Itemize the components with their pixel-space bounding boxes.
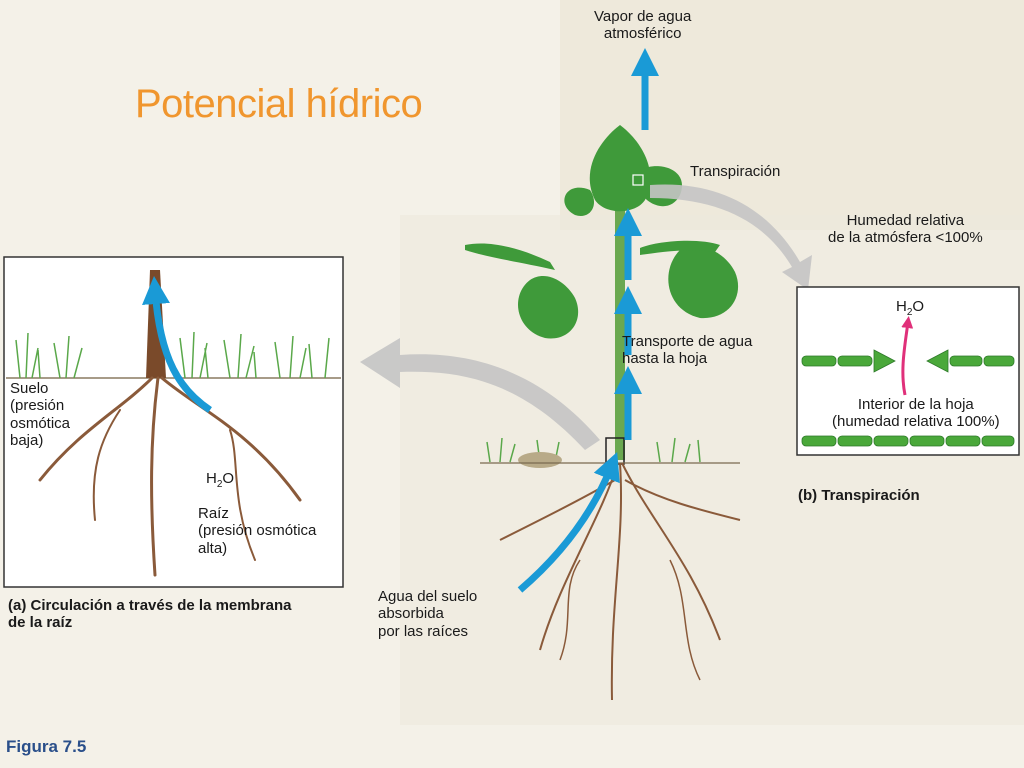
label-transpiracion: Transpiración [690, 163, 781, 180]
roots-a [38, 376, 302, 577]
label-humedad-atm: Humedad relativa de la atmósfera <100% [828, 212, 983, 247]
leaf-sample-square [632, 174, 644, 186]
label-vapor: Vapor de agua atmosférico [594, 8, 692, 43]
vapor-exit-arrow [901, 316, 914, 396]
panel-b-box [796, 286, 1020, 456]
label-raiz: Raíz (presión osmótica alta) [198, 505, 317, 557]
root-water-arrow [142, 276, 212, 413]
label-h2o-root: H2O [206, 470, 235, 490]
gray-arrow-to-root-panel [360, 338, 600, 450]
label-suelo: Suelo (presión osmótica baja) [10, 380, 71, 449]
caption-a: (a) Circulación a través de la membrana … [8, 597, 292, 632]
gray-arrow-to-leaf-panel [650, 184, 812, 290]
caption-b: (b) Transpiración [798, 487, 920, 504]
label-h2o-leaf: H2O [896, 298, 925, 318]
label-transporte: Transporte de agua hasta la hoja [622, 333, 753, 368]
figure-label: Figura 7.5 [6, 737, 87, 756]
grass [15, 331, 330, 379]
label-interior-hoja: Interior de la hoja (humedad relativa 10… [832, 396, 1000, 431]
water-flow-arrows [517, 48, 659, 593]
panel-a-box [3, 256, 344, 588]
page-title: Potencial hídrico [135, 82, 423, 126]
label-agua-suelo: Agua del suelo absorbida por las raíces [378, 588, 478, 640]
plant [465, 125, 741, 701]
